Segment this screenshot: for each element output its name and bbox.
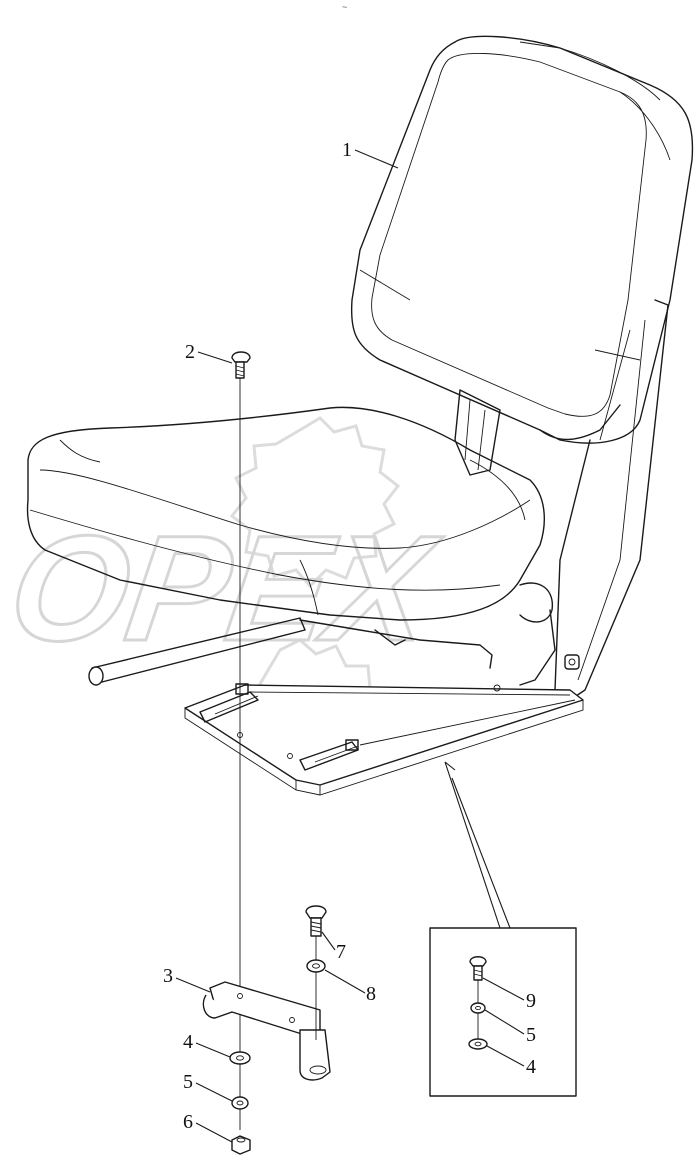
callout-detail-washer-spring: 5: [484, 1009, 536, 1046]
seat-cushion: [26, 406, 545, 621]
callout-bracket: 3: [163, 965, 211, 993]
top-mark: ~: [342, 2, 347, 12]
washer-bracket: [306, 959, 326, 973]
seat-backrest: [350, 35, 694, 444]
callout-detail-bolt: 9: [482, 977, 536, 1012]
seat-frame: [454, 299, 669, 701]
washer-spring: [231, 1096, 249, 1110]
svg-text:8: 8: [366, 983, 376, 1005]
bolt-top: [231, 351, 251, 379]
svg-text:2: 2: [185, 341, 195, 363]
callout-seat: 1: [342, 139, 399, 169]
slide-rail-plate: [184, 683, 584, 796]
callout-detail-washer-flat: 4: [486, 1045, 536, 1078]
detail-bolt: [469, 956, 487, 981]
callout-nut: 6: [183, 1111, 233, 1143]
bolt-bracket: [305, 905, 327, 937]
callout-washer-bracket: 8: [324, 969, 376, 1005]
detail-box: [429, 761, 577, 1097]
svg-text:5: 5: [526, 1024, 536, 1046]
svg-text:5: 5: [183, 1071, 193, 1093]
callout-washer-flat: 4: [183, 1031, 231, 1058]
detail-washer-flat: [468, 1038, 488, 1050]
callouts: 1 2 3 4 5 6 7 8: [163, 139, 536, 1143]
washer-flat: [229, 1051, 251, 1065]
adjustment-bar: [88, 582, 556, 686]
svg-text:6: 6: [183, 1111, 193, 1133]
gear-watermark-icon: [229, 416, 401, 589]
svg-text:4: 4: [526, 1056, 536, 1078]
svg-text:1: 1: [342, 139, 352, 161]
callout-bolt-top: 2: [185, 341, 233, 364]
svg-text:9: 9: [526, 990, 536, 1012]
callout-washer-spring: 5: [183, 1071, 233, 1102]
svg-text:3: 3: [163, 965, 173, 987]
svg-text:7: 7: [336, 941, 346, 963]
detail-washer-spring: [470, 1002, 486, 1014]
nut: [231, 1135, 251, 1155]
callout-bolt-bracket: 7: [321, 931, 346, 963]
svg-text:4: 4: [183, 1031, 193, 1053]
watermark: OPEX: [0, 416, 451, 706]
bracket: [202, 981, 331, 1081]
